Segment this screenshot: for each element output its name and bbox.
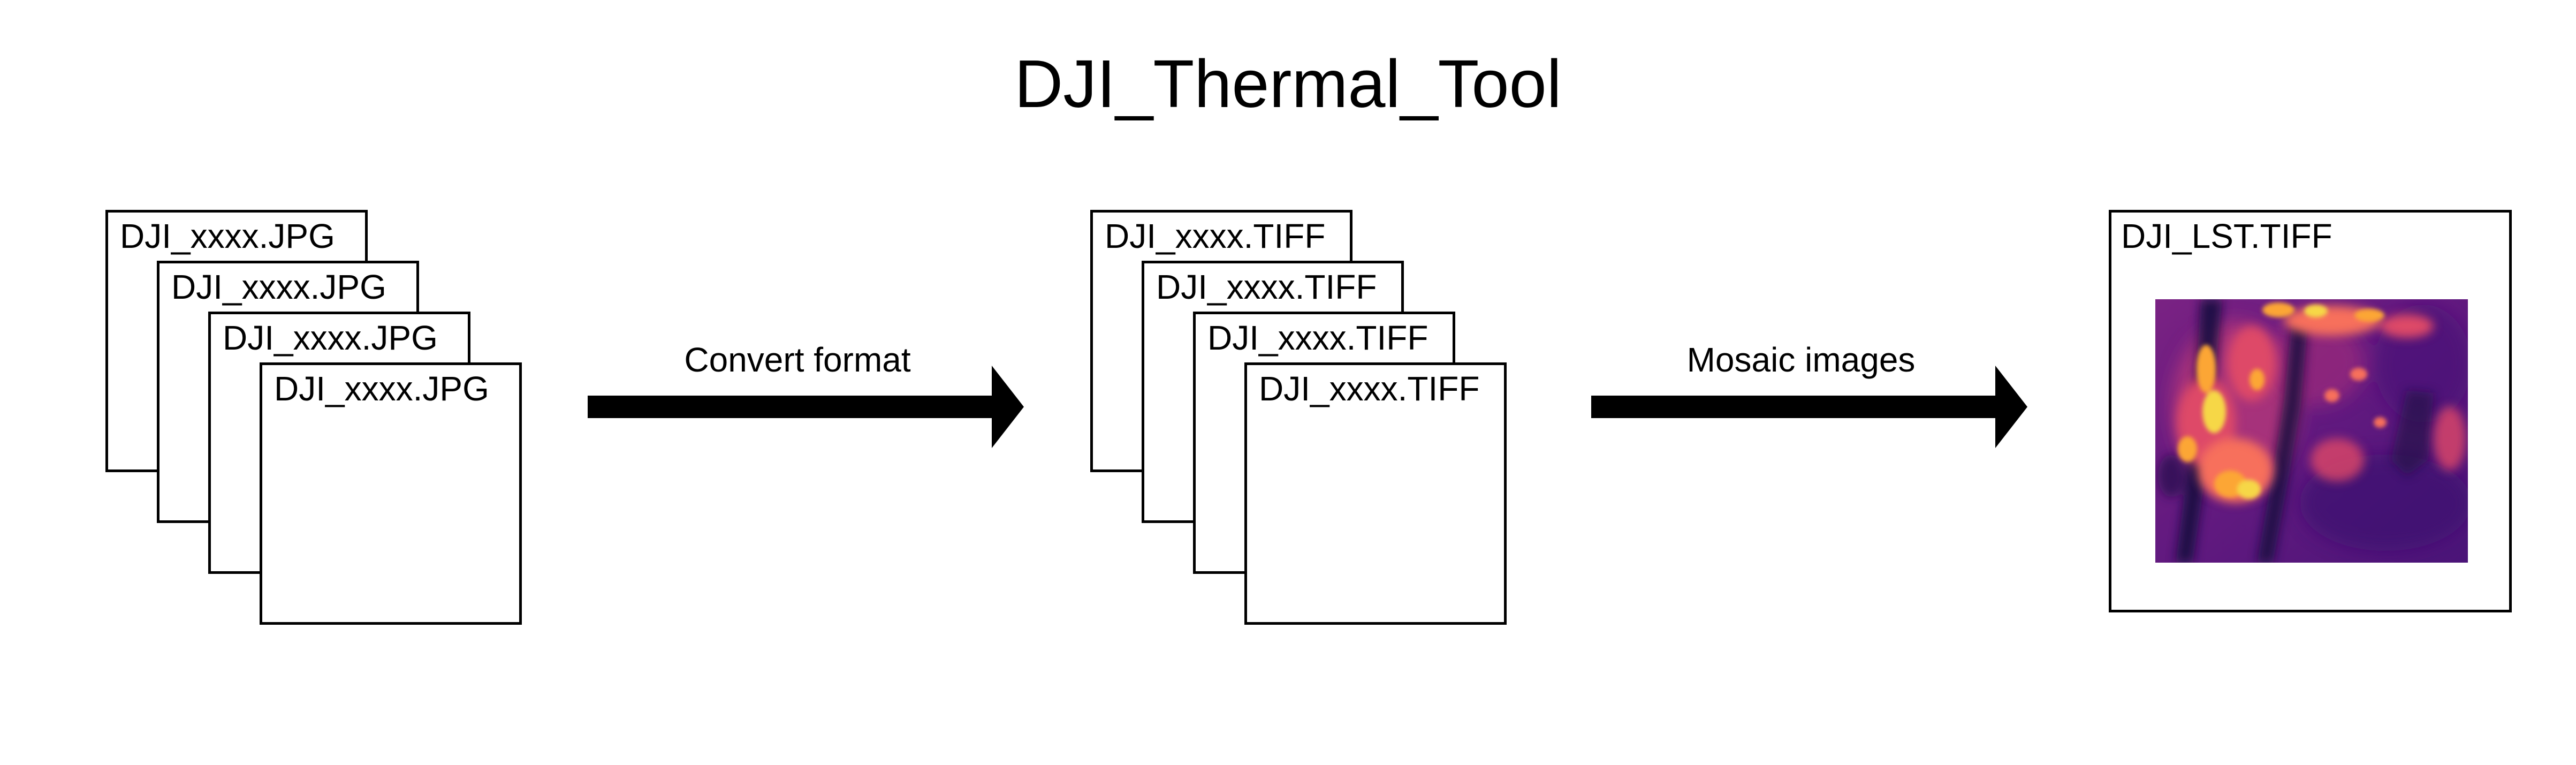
file-label: DJI_xxxx.JPG (274, 367, 489, 410)
thermal-mosaic-image (2155, 299, 2468, 563)
mosaic-step-label: Mosaic images (1686, 340, 1916, 379)
output-file-label: DJI_LST.TIFF (2121, 217, 2332, 255)
file-label: DJI_xxxx.TIFF (1207, 316, 1428, 359)
input-file-card: DJI_xxxx.JPG (260, 362, 522, 625)
file-label: DJI_xxxx.JPG (171, 266, 386, 308)
convert-step-label: Convert format (684, 340, 911, 379)
arrow-right-icon (588, 366, 1024, 448)
file-label: DJI_xxxx.TIFF (1259, 367, 1480, 410)
file-label: DJI_xxxx.JPG (120, 215, 335, 257)
converted-file-card: DJI_xxxx.TIFF (1244, 362, 1507, 625)
arrow-right-icon (1591, 366, 2027, 448)
diagram-title: DJI_Thermal_Tool (1014, 46, 1562, 122)
file-label: DJI_xxxx.TIFF (1105, 215, 1326, 257)
file-label: DJI_xxxx.JPG (223, 316, 438, 359)
output-file-card: DJI_LST.TIFF (2109, 210, 2512, 612)
file-label: DJI_xxxx.TIFF (1156, 266, 1377, 308)
